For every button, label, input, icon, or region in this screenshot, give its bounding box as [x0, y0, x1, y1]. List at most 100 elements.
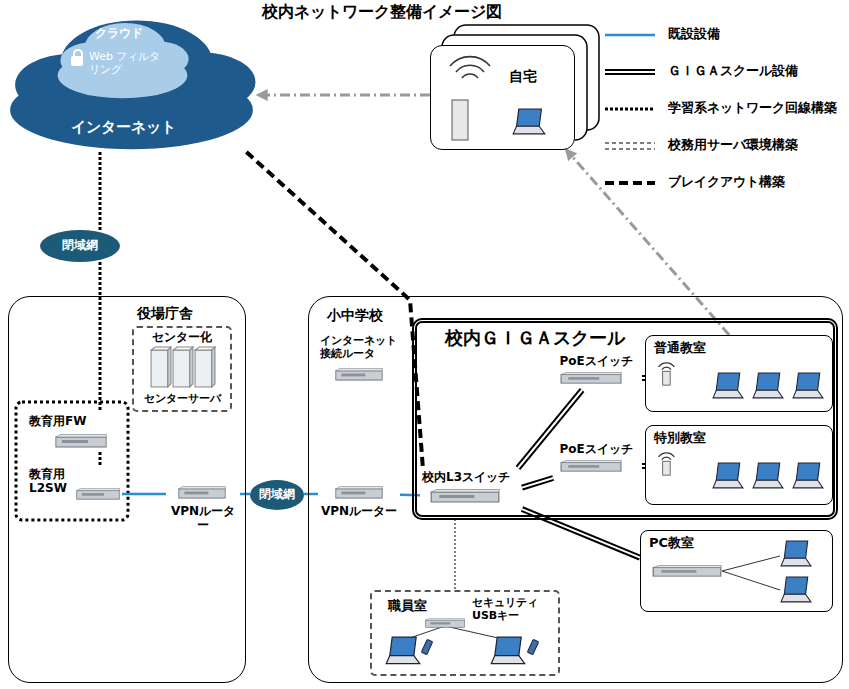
device-node: インターネット 接続ルータ	[318, 332, 406, 388]
node-label: インターネット	[71, 118, 176, 136]
connector	[518, 390, 582, 468]
legend-samples	[605, 35, 655, 183]
text-holder: PoEスイッチ	[550, 442, 642, 456]
connector-inner	[518, 390, 582, 468]
text-holder: VPNルーター	[318, 504, 400, 518]
text-holder: 小中学校	[327, 307, 383, 324]
area-box: 役場庁舎教育用FW 教育用 L2SW センター化センターサーバ VPNルーター	[8, 296, 246, 683]
legend-label: 学習系ネットワーク回線構築	[668, 100, 837, 116]
network-ellipse: 閉域網	[250, 480, 304, 510]
area-box: 校内ＧＩＧＡスクール PoEスイッチ PoEスイッチ校内L3スイッチ 普通教室特別教室	[412, 318, 838, 520]
text-holder: VPNルーター	[166, 504, 240, 533]
device-node: 校内L3スイッチ	[420, 468, 522, 515]
node-label: 普通教室	[654, 340, 706, 356]
connector	[246, 152, 423, 468]
text-holder: 教育用FW	[29, 414, 86, 428]
node-label: 教育用 L2SW	[29, 467, 77, 496]
device-node: VPNルーター	[318, 480, 400, 522]
text-holder: 特別教室	[654, 430, 706, 446]
node-label: 校内L3スイッチ	[422, 470, 510, 484]
text-holder: 校内ネットワーク整備イメージ図	[262, 2, 502, 21]
node-label: PoEスイッチ	[550, 442, 642, 456]
node-label: VPNルーター	[166, 504, 240, 533]
connector-inner	[522, 478, 553, 488]
text-holder: クラウド	[95, 26, 143, 40]
area-box: 職員室 セキュリティ USBキー	[370, 590, 560, 676]
group-box	[16, 402, 128, 520]
node-label: 閉域網	[40, 238, 120, 252]
node-label: 自宅	[509, 68, 537, 85]
node-label: センター化	[134, 330, 230, 344]
node-label: 閉域網	[250, 487, 304, 501]
area-box: PC教室	[640, 530, 833, 612]
connector	[304, 493, 318, 496]
legend-label: ＧＩＧＡスクール設備	[668, 63, 798, 79]
connector	[258, 94, 430, 97]
connector	[122, 493, 166, 496]
text-holder: 閉域網	[40, 238, 120, 252]
area-box: 自宅	[430, 45, 575, 150]
text-holder: 普通教室	[654, 340, 706, 356]
node-label: 教育用FW	[29, 414, 86, 428]
connector	[454, 515, 456, 590]
text-holder: 校内ＧＩＧＡスクール	[445, 327, 625, 349]
staff-room-devices	[386, 618, 538, 663]
connector	[240, 493, 250, 496]
node-label: PoEスイッチ	[550, 354, 642, 368]
cloud-shape: クラウド Web フィルタリング	[55, 18, 190, 100]
connector	[400, 494, 420, 497]
area-box: 普通教室	[645, 335, 833, 412]
text-holder: ＧＩＧＡスクール設備	[668, 63, 798, 79]
text-holder: 既設設備	[668, 26, 720, 42]
text-holder: 学習系ネットワーク回線構築	[668, 100, 837, 116]
node-label: 特別教室	[654, 430, 706, 446]
text-holder: 教育用 L2SW	[29, 467, 77, 496]
text-holder: インターネット	[71, 118, 176, 136]
node-label: 校内ＧＩＧＡスクール	[445, 327, 625, 349]
text-holder: PC教室	[649, 535, 694, 551]
node-label: インターネット 接続ルータ	[320, 334, 406, 360]
legend-label: 既設設備	[668, 26, 720, 42]
area-box: 小中学校 VPNルーター インターネット 接続ルータ 校内ＧＩＧＡスクール PoEスイッ…	[308, 296, 843, 683]
connector	[99, 452, 102, 465]
device-node: PoEスイッチ	[550, 352, 642, 390]
device-icons	[56, 347, 622, 502]
connector	[99, 152, 102, 230]
node-label: セキュリティ USBキー	[472, 596, 544, 622]
text-holder: 自宅	[509, 68, 537, 85]
cloud-shape: インターネット クラウド Web フィルタリング	[5, 12, 258, 152]
network-ellipse: 閉域網	[40, 230, 120, 262]
text-holder: インターネット 接続ルータ	[320, 334, 406, 360]
device-node: 教育用FW	[25, 412, 112, 452]
device-node: 教育用 L2SW	[25, 465, 122, 510]
text-holder: センターサーバ	[134, 392, 230, 405]
device-node: PoEスイッチ	[550, 440, 642, 478]
node-label: Web フィルタリング	[89, 50, 169, 76]
text-holder: 校務用サーバ環境構築	[668, 137, 798, 153]
lock-icon	[71, 56, 83, 66]
legend-label: ブレイクアウト構築	[668, 174, 785, 190]
node-label: センターサーバ	[134, 392, 230, 405]
text-holder: PoEスイッチ	[550, 354, 642, 368]
node-label: PC教室	[649, 535, 694, 551]
text-holder: センター化	[134, 330, 230, 344]
node-label: 職員室	[388, 598, 427, 614]
node-label: VPNルーター	[318, 504, 400, 518]
connector	[522, 478, 553, 488]
text-holder: 役場庁舎	[137, 305, 193, 322]
text-holder: Web フィルタリング	[89, 50, 169, 76]
area-box: センター化センターサーバ	[132, 326, 232, 412]
node-label: クラウド	[95, 26, 143, 40]
legend-label: 校務用サーバ環境構築	[668, 137, 798, 153]
text-holder: セキュリティ USBキー	[472, 596, 544, 622]
text-holder: 閉域網	[250, 487, 304, 501]
diagram-title: 校内ネットワーク整備イメージ図	[262, 2, 502, 21]
connector	[99, 262, 102, 412]
node-label: 小中学校	[327, 307, 383, 324]
classroom-devices	[653, 363, 823, 602]
text-holder: 職員室	[388, 598, 427, 614]
node-label: 役場庁舎	[137, 305, 193, 322]
area-box: 特別教室	[645, 425, 833, 505]
text-holder: 校内L3スイッチ	[422, 470, 510, 484]
text-holder: ブレイクアウト構築	[668, 174, 785, 190]
